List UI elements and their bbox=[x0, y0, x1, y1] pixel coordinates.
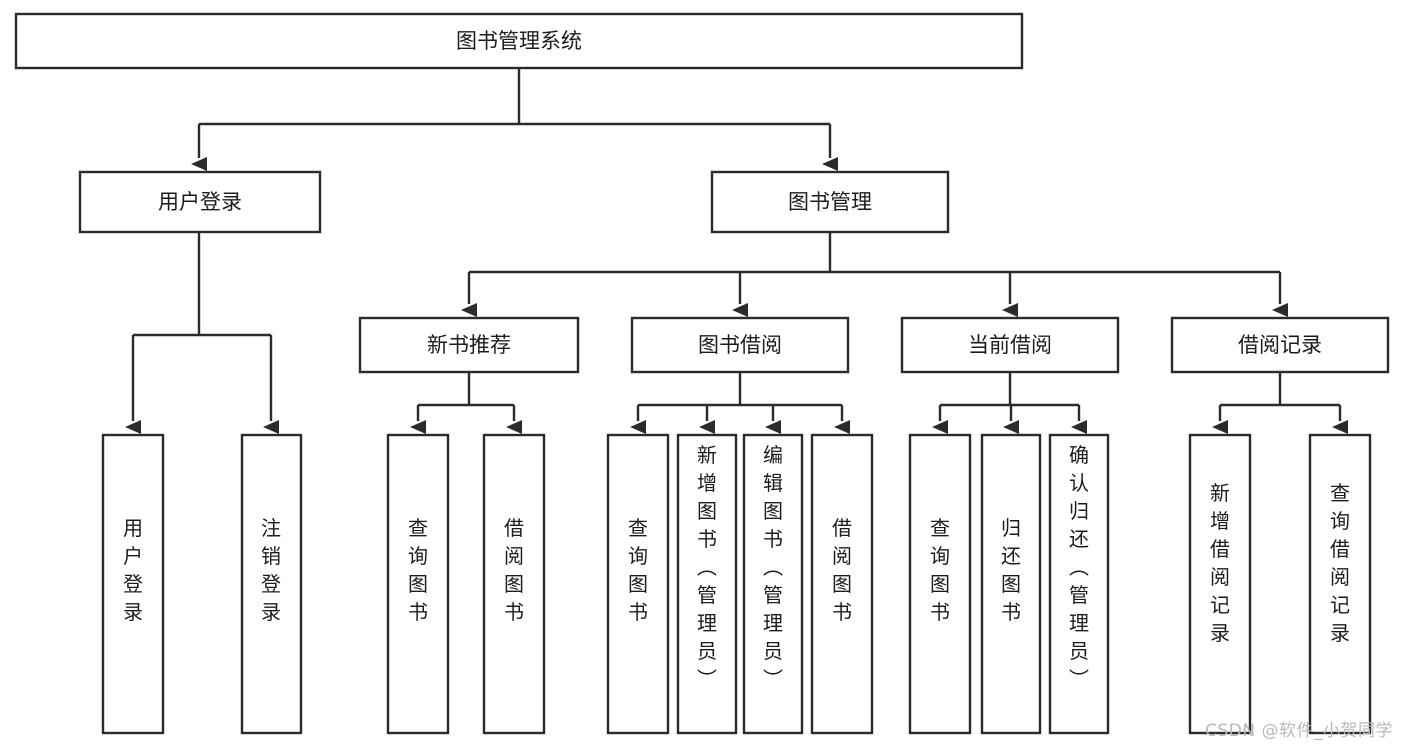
node-leaf-logout-label: 注销登录 bbox=[261, 516, 281, 624]
node-leaf-add-book-label: 新增图书︵管理员︶ bbox=[697, 443, 717, 691]
node-leaf-confirm-return[interactable]: 确认归还︵管理员︶ bbox=[1048, 433, 1110, 735]
node-new-book-rec[interactable]: 新书推荐 bbox=[358, 316, 580, 374]
node-leaf-query-book-3-box[interactable] bbox=[908, 433, 972, 735]
node-borrow-record-box[interactable] bbox=[1170, 316, 1390, 374]
node-leaf-borrow-book-2-label: 借阅图书 bbox=[832, 516, 852, 624]
node-root-label: 图书管理系统 bbox=[456, 29, 582, 53]
node-borrow-record-label: 借阅记录 bbox=[1238, 333, 1322, 357]
node-leaf-add-record-box[interactable] bbox=[1188, 433, 1252, 735]
node-book-borrow-label: 图书借阅 bbox=[698, 333, 782, 357]
node-leaf-borrow-book-2[interactable]: 借阅图书 bbox=[810, 433, 874, 735]
node-leaf-add-record-label: 新增借阅记录 bbox=[1210, 481, 1230, 645]
node-leaf-query-book-3-label: 查询图书 bbox=[930, 516, 950, 624]
edges-layer bbox=[125, 68, 1348, 434]
node-borrow-record[interactable]: 借阅记录 bbox=[1170, 316, 1390, 374]
node-leaf-query-book-2-label: 查询图书 bbox=[628, 516, 648, 624]
node-leaf-user-login-box[interactable] bbox=[101, 433, 165, 735]
node-book-manage[interactable]: 图书管理 bbox=[710, 170, 950, 234]
node-user-login-label: 用户登录 bbox=[158, 190, 242, 214]
node-new-book-rec-label: 新书推荐 bbox=[427, 333, 511, 357]
node-leaf-add-book-box[interactable] bbox=[676, 433, 738, 735]
node-leaf-return-book[interactable]: 归还图书 bbox=[980, 433, 1042, 735]
node-leaf-borrow-book-2-box[interactable] bbox=[810, 433, 874, 735]
node-leaf-query-book-1-label: 查询图书 bbox=[408, 516, 428, 624]
node-leaf-query-book-3[interactable]: 查询图书 bbox=[908, 433, 972, 735]
node-book-borrow[interactable]: 图书借阅 bbox=[630, 316, 850, 374]
node-leaf-logout-box[interactable] bbox=[240, 433, 303, 735]
node-leaf-query-book-1-box[interactable] bbox=[386, 433, 450, 735]
node-root-box[interactable] bbox=[14, 12, 1024, 70]
node-leaf-user-login-label: 用户登录 bbox=[123, 516, 143, 624]
node-leaf-query-record-label: 查询借阅记录 bbox=[1330, 481, 1350, 645]
node-new-book-rec-box[interactable] bbox=[358, 316, 580, 374]
node-leaf-borrow-book-1-box[interactable] bbox=[482, 433, 546, 735]
node-leaf-query-book-1[interactable]: 查询图书 bbox=[386, 433, 450, 735]
node-leaf-query-book-2[interactable]: 查询图书 bbox=[606, 433, 670, 735]
node-leaf-borrow-book-1[interactable]: 借阅图书 bbox=[482, 433, 546, 735]
node-leaf-borrow-book-1-label: 借阅图书 bbox=[504, 516, 524, 624]
node-leaf-add-record[interactable]: 新增借阅记录 bbox=[1188, 433, 1252, 735]
node-leaf-edit-book-label: 编辑图书︵管理员︶ bbox=[763, 443, 783, 691]
node-book-manage-label: 图书管理 bbox=[788, 190, 872, 214]
node-leaf-logout[interactable]: 注销登录 bbox=[240, 433, 303, 735]
node-leaf-user-login[interactable]: 用户登录 bbox=[101, 433, 165, 735]
node-user-login[interactable]: 用户登录 bbox=[78, 170, 322, 234]
node-leaf-query-record-box[interactable] bbox=[1308, 433, 1372, 735]
node-book-borrow-box[interactable] bbox=[630, 316, 850, 374]
node-leaf-edit-book[interactable]: 编辑图书︵管理员︶ bbox=[742, 433, 804, 735]
node-leaf-query-book-2-box[interactable] bbox=[606, 433, 670, 735]
node-leaf-confirm-return-box[interactable] bbox=[1048, 433, 1110, 735]
node-book-manage-box[interactable] bbox=[710, 170, 950, 234]
node-leaf-edit-book-box[interactable] bbox=[742, 433, 804, 735]
node-current-borrow-label: 当前借阅 bbox=[968, 333, 1052, 357]
node-current-borrow[interactable]: 当前借阅 bbox=[900, 316, 1120, 374]
node-user-login-box[interactable] bbox=[78, 170, 322, 234]
node-leaf-return-book-label: 归还图书 bbox=[1001, 516, 1021, 624]
node-leaf-add-book[interactable]: 新增图书︵管理员︶ bbox=[676, 433, 738, 735]
node-leaf-return-book-box[interactable] bbox=[980, 433, 1042, 735]
node-leaf-query-record[interactable]: 查询借阅记录 bbox=[1308, 433, 1372, 735]
node-leaf-confirm-return-label: 确认归还︵管理员︶ bbox=[1069, 443, 1089, 691]
node-root[interactable]: 图书管理系统 bbox=[14, 12, 1024, 70]
node-current-borrow-box[interactable] bbox=[900, 316, 1120, 374]
